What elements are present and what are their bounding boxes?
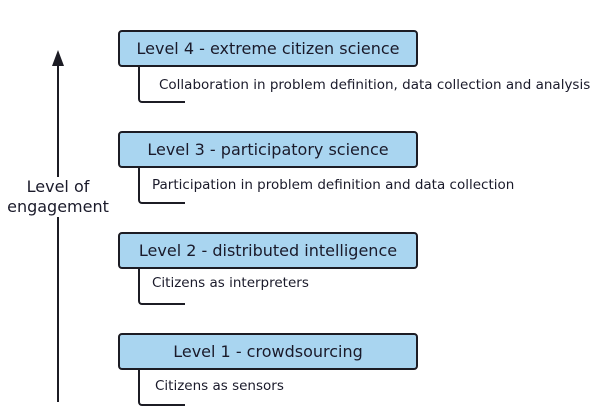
- level-4-description: Collaboration in problem definition, dat…: [159, 77, 591, 93]
- level-1-bracket: [138, 370, 185, 406]
- level-2-box: Level 2 - distributed intelligence: [118, 232, 418, 269]
- level-2-title: Level 2 - distributed intelligence: [138, 241, 398, 260]
- level-4-bracket: [138, 67, 185, 103]
- level-2-description: Citizens as interpreters: [152, 275, 309, 291]
- level-4-box: Level 4 - extreme citizen science: [118, 30, 418, 67]
- axis-label: Level of engagement: [0, 177, 116, 217]
- level-3-box: Level 3 - participatory science: [118, 131, 418, 168]
- level-3-bracket: [138, 168, 185, 204]
- level-3-title: Level 3 - participatory science: [147, 140, 389, 159]
- axis-label-line2: engagement: [7, 197, 109, 216]
- level-1-box: Level 1 - crowdsourcing: [118, 333, 418, 370]
- level-4-title: Level 4 - extreme citizen science: [136, 39, 400, 58]
- level-1-description: Citizens as sensors: [155, 378, 284, 394]
- axis-label-line1: Level of: [26, 177, 90, 196]
- level-1-title: Level 1 - crowdsourcing: [173, 342, 363, 361]
- level-2-bracket: [138, 269, 185, 305]
- level-3-description: Participation in problem definition and …: [152, 177, 515, 193]
